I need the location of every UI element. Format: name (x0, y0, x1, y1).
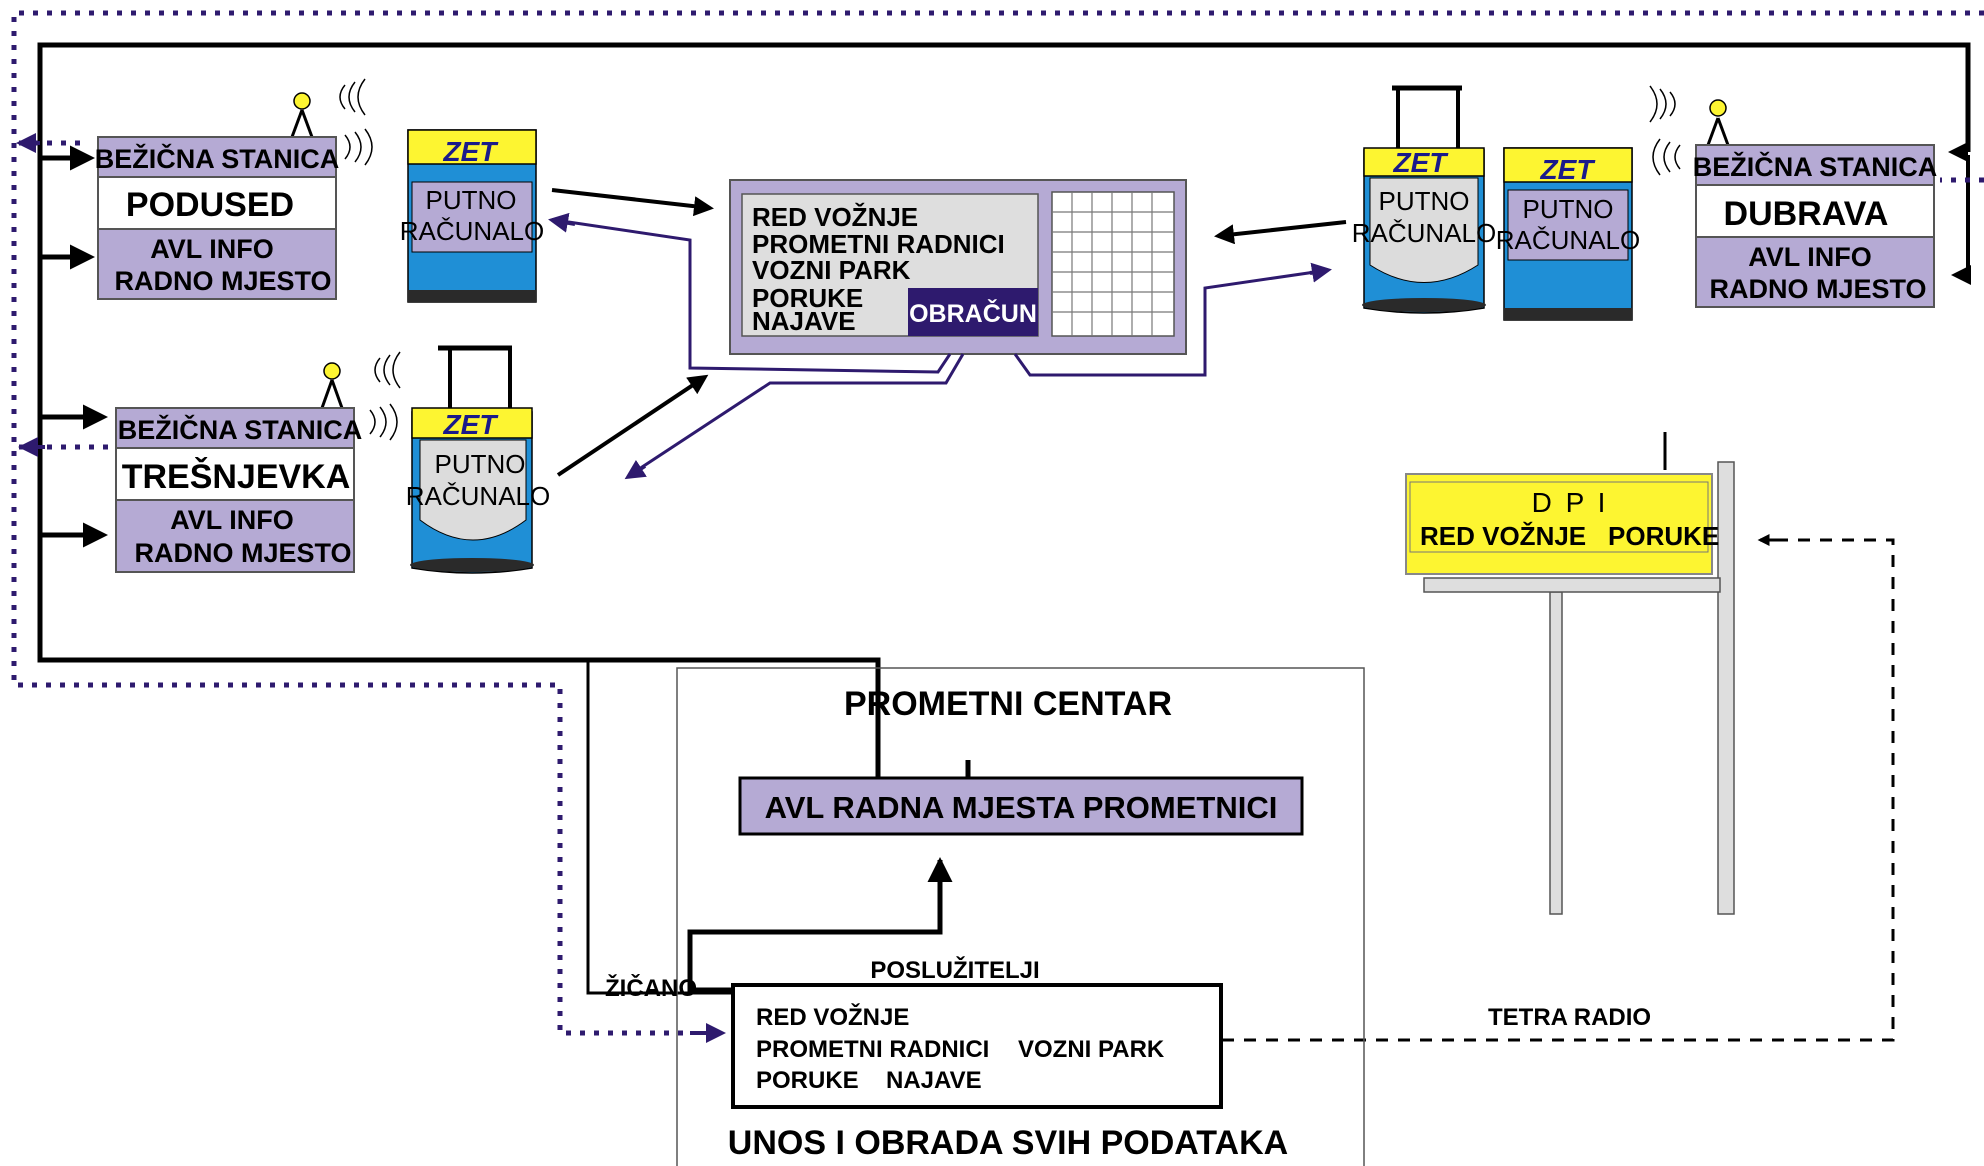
avl-workstations: AVL RADNA MJESTA PROMETNICI (765, 790, 1278, 825)
panel-item-poruke: PORUKE (752, 283, 863, 313)
grid-icon (1052, 192, 1174, 336)
panel-item-prometni-radnici: PROMETNI RADNICI (752, 229, 1005, 259)
antenna-icon (1649, 85, 1730, 176)
panel-item-red-voznje: RED VOŽNJE (752, 202, 918, 232)
zet-logo: ZET (443, 409, 500, 440)
server-prometni-radnici: PROMETNI RADNICI (756, 1036, 989, 1063)
station-line1: AVL INFO (170, 505, 294, 535)
computer-line2: RAČUNALO (406, 481, 550, 511)
dotted-radio-lines (11, 10, 1984, 1036)
zet-logo: ZET (1540, 154, 1597, 185)
data-flow-arrows (548, 188, 1347, 480)
zet-computer-podused: ZET PUTNO RAČUNALO (400, 129, 544, 303)
dpi-poruke: PORUKE (1608, 521, 1719, 551)
station-podused: BEŽIČNA STANICA PODUSED AVL INFO RADNO M… (95, 78, 373, 300)
station-type-label: BEŽIČNA STANICA (118, 414, 363, 445)
server-najave: NAJAVE (886, 1067, 982, 1094)
zet-logo: ZET (1393, 147, 1450, 178)
station-line1: AVL INFO (1748, 242, 1872, 272)
computer-line1: PUTNO (1379, 186, 1470, 216)
dpi-red-voznje: RED VOŽNJE (1420, 521, 1586, 551)
station-line2: RADNO MJESTO (114, 266, 331, 296)
computer-line1: PUTNO (1523, 194, 1614, 224)
tetra-radio-label: TETRA RADIO (1488, 1004, 1651, 1031)
zet-logo: ZET (443, 136, 500, 167)
antenna-icon (290, 78, 373, 166)
center-title: PROMETNI CENTAR (844, 685, 1172, 723)
antenna-icon (320, 351, 401, 441)
wired-label: ŽIČANO (605, 974, 697, 1002)
obracun-button[interactable]: OBRAČUN (909, 298, 1037, 328)
zet-computer-dubrava: ZET PUTNO RAČUNALO (1496, 147, 1640, 321)
zet-portable-tresnjevka: ZET PUTNO RAČUNALO (406, 345, 550, 574)
computer-line1: PUTNO (435, 449, 526, 479)
station-name: TREŠNJEVKA (122, 457, 351, 496)
station-line1: AVL INFO (150, 234, 274, 264)
prometni-centar: PROMETNI CENTAR AVL RADNA MJESTA PROMETN… (676, 667, 1365, 1166)
station-name: PODUSED (126, 186, 294, 224)
station-type-label: BEŽIČNA STANICA (95, 143, 340, 174)
station-tresnjevka: BEŽIČNA STANICA TREŠNJEVKA AVL INFO RADN… (115, 351, 401, 573)
dpi-title: D P I (1532, 487, 1609, 518)
station-line2: RADNO MJESTO (134, 538, 351, 568)
tetra-radio-line (1222, 534, 1895, 1042)
center-bottom-title: UNOS I OBRADA SVIH PODATAKA (728, 1124, 1288, 1162)
server-vozni-park: VOZNI PARK (1018, 1036, 1165, 1063)
computer-line2: RAČUNALO (400, 216, 544, 246)
computer-line2: RAČUNALO (1496, 225, 1640, 255)
server-red-voznje: RED VOŽNJE (756, 1003, 909, 1031)
computer-line2: RAČUNALO (1352, 218, 1496, 248)
station-line2: RADNO MJESTO (1709, 274, 1926, 304)
central-panel: RED VOŽNJE PROMETNI RADNICI VOZNI PARK P… (729, 179, 1187, 355)
station-name: DUBRAVA (1724, 195, 1889, 233)
server-poruke: PORUKE (756, 1067, 859, 1094)
dpi-display: D P I RED VOŽNJE PORUKE (1405, 432, 1735, 915)
station-type-label: BEŽIČNA STANICA (1693, 151, 1938, 182)
station-dubrava: BEŽIČNA STANICA DUBRAVA AVL INFO RADNO M… (1649, 85, 1938, 308)
panel-item-najave: NAJAVE (752, 306, 856, 336)
computer-line1: PUTNO (426, 185, 517, 215)
servers-label: POSLUŽITELJI (870, 956, 1039, 984)
panel-item-vozni-park: VOZNI PARK (752, 255, 911, 285)
zet-portable-dubrava: ZET PUTNO RAČUNALO (1352, 85, 1496, 314)
